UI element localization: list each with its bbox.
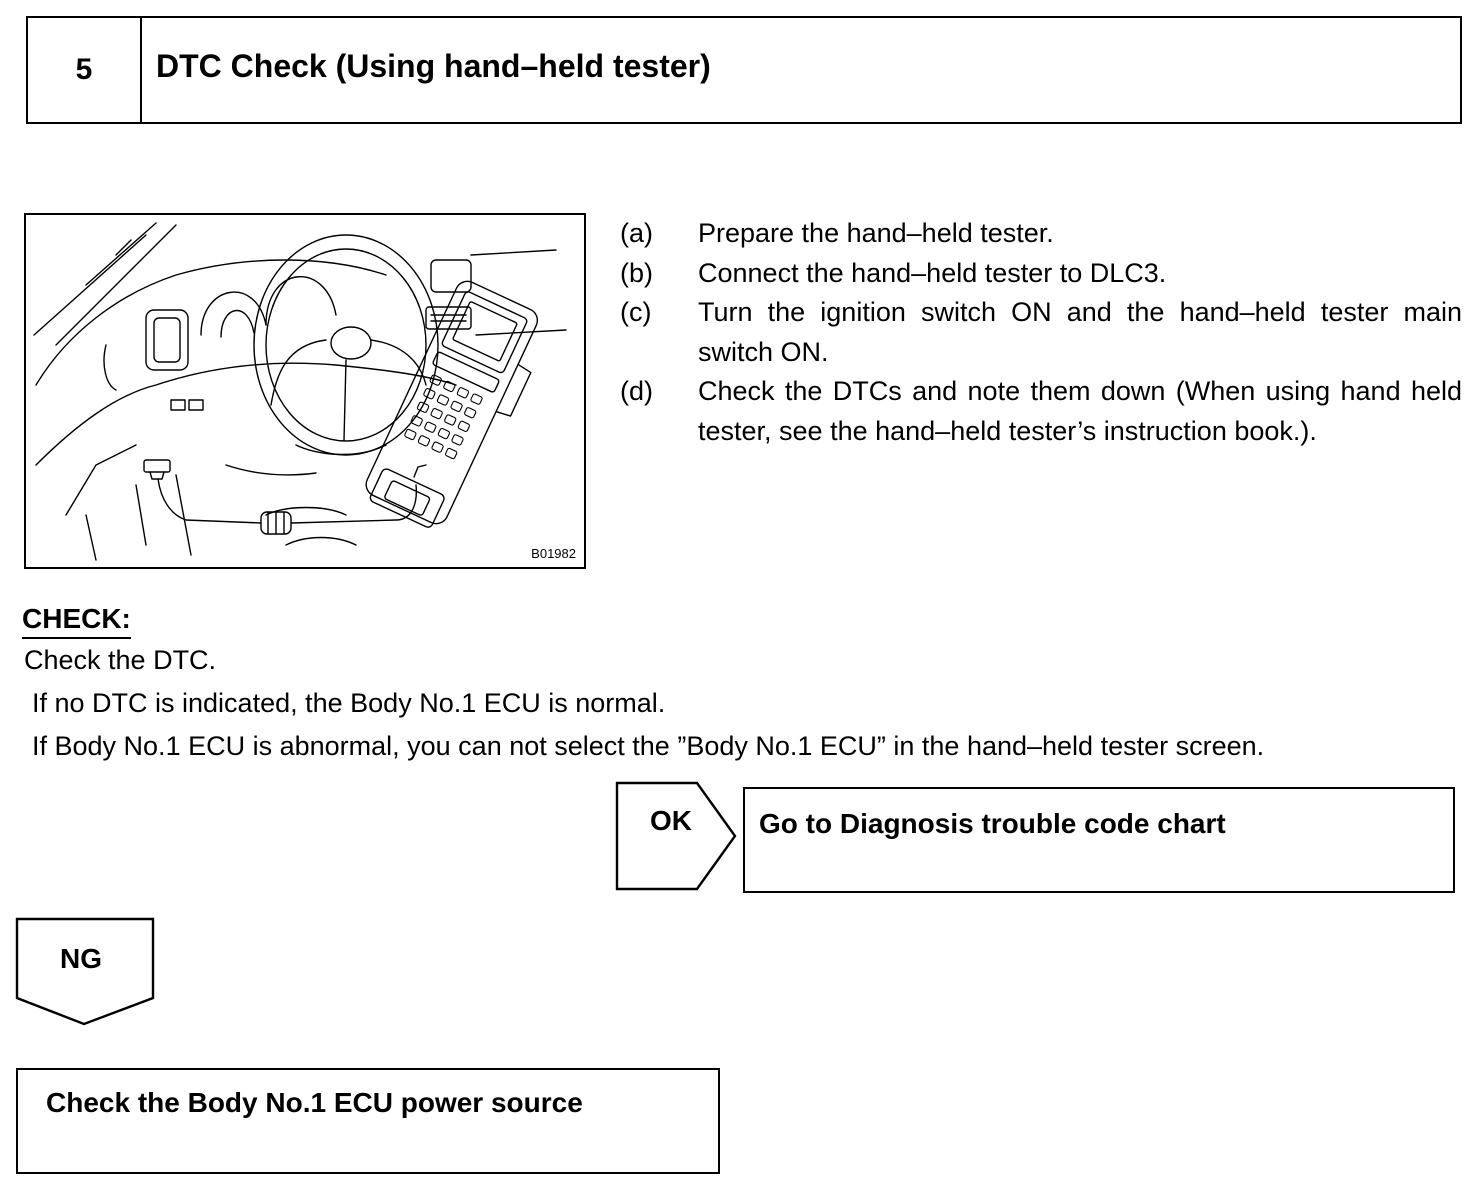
- step-text: Check the DTCs and note them down (When …: [698, 376, 1462, 446]
- step-letter: (a): [620, 218, 653, 248]
- step-number: 5: [28, 18, 142, 122]
- procedure-step: (a) Prepare the hand–held tester.: [620, 214, 1462, 254]
- ok-result-box: Go to Diagnosis trouble code chart: [743, 787, 1455, 893]
- tester-connection-illustration: B01982: [24, 213, 586, 569]
- check-normal-condition: If no DTC is indicated, the Body No.1 EC…: [32, 688, 666, 718]
- ok-result-text: Go to Diagnosis trouble code chart: [759, 808, 1226, 839]
- ng-result-box: Check the Body No.1 ECU power source: [16, 1068, 720, 1174]
- step-letter: (b): [620, 257, 653, 288]
- ok-arrow-icon: [615, 781, 737, 891]
- step-text: Turn the ignition switch ON and the hand…: [698, 297, 1462, 367]
- figure-code: B01982: [531, 546, 576, 561]
- step-text: Connect the hand–held tester to DLC3.: [698, 257, 1167, 288]
- dashboard-tester-drawing: [33, 222, 567, 561]
- step-text: Prepare the hand–held tester.: [698, 218, 1054, 248]
- step-header: 5 DTC Check (Using hand–held tester): [26, 16, 1462, 124]
- ng-label: NG: [60, 943, 102, 974]
- check-instruction: Check the DTC.: [24, 645, 217, 675]
- procedure-steps: (a) Prepare the hand–held tester. (b) Co…: [620, 214, 1462, 451]
- step-letter: (c): [620, 297, 652, 327]
- procedure-step: (d) Check the DTCs and note them down (W…: [620, 372, 1462, 451]
- procedure-step: (b) Connect the hand–held tester to DLC3…: [620, 254, 1462, 294]
- ok-label: OK: [650, 805, 692, 836]
- procedure-step: (c) Turn the ignition switch ON and the …: [620, 293, 1462, 372]
- check-abnormal-condition: If Body No.1 ECU is abnormal, you can no…: [32, 731, 1265, 761]
- step-title: DTC Check (Using hand–held tester): [156, 48, 711, 84]
- step-letter: (d): [620, 376, 653, 406]
- ng-arrow-icon: [15, 917, 155, 1026]
- ng-result-text: Check the Body No.1 ECU power source: [46, 1087, 583, 1118]
- check-label: CHECK:: [22, 602, 131, 639]
